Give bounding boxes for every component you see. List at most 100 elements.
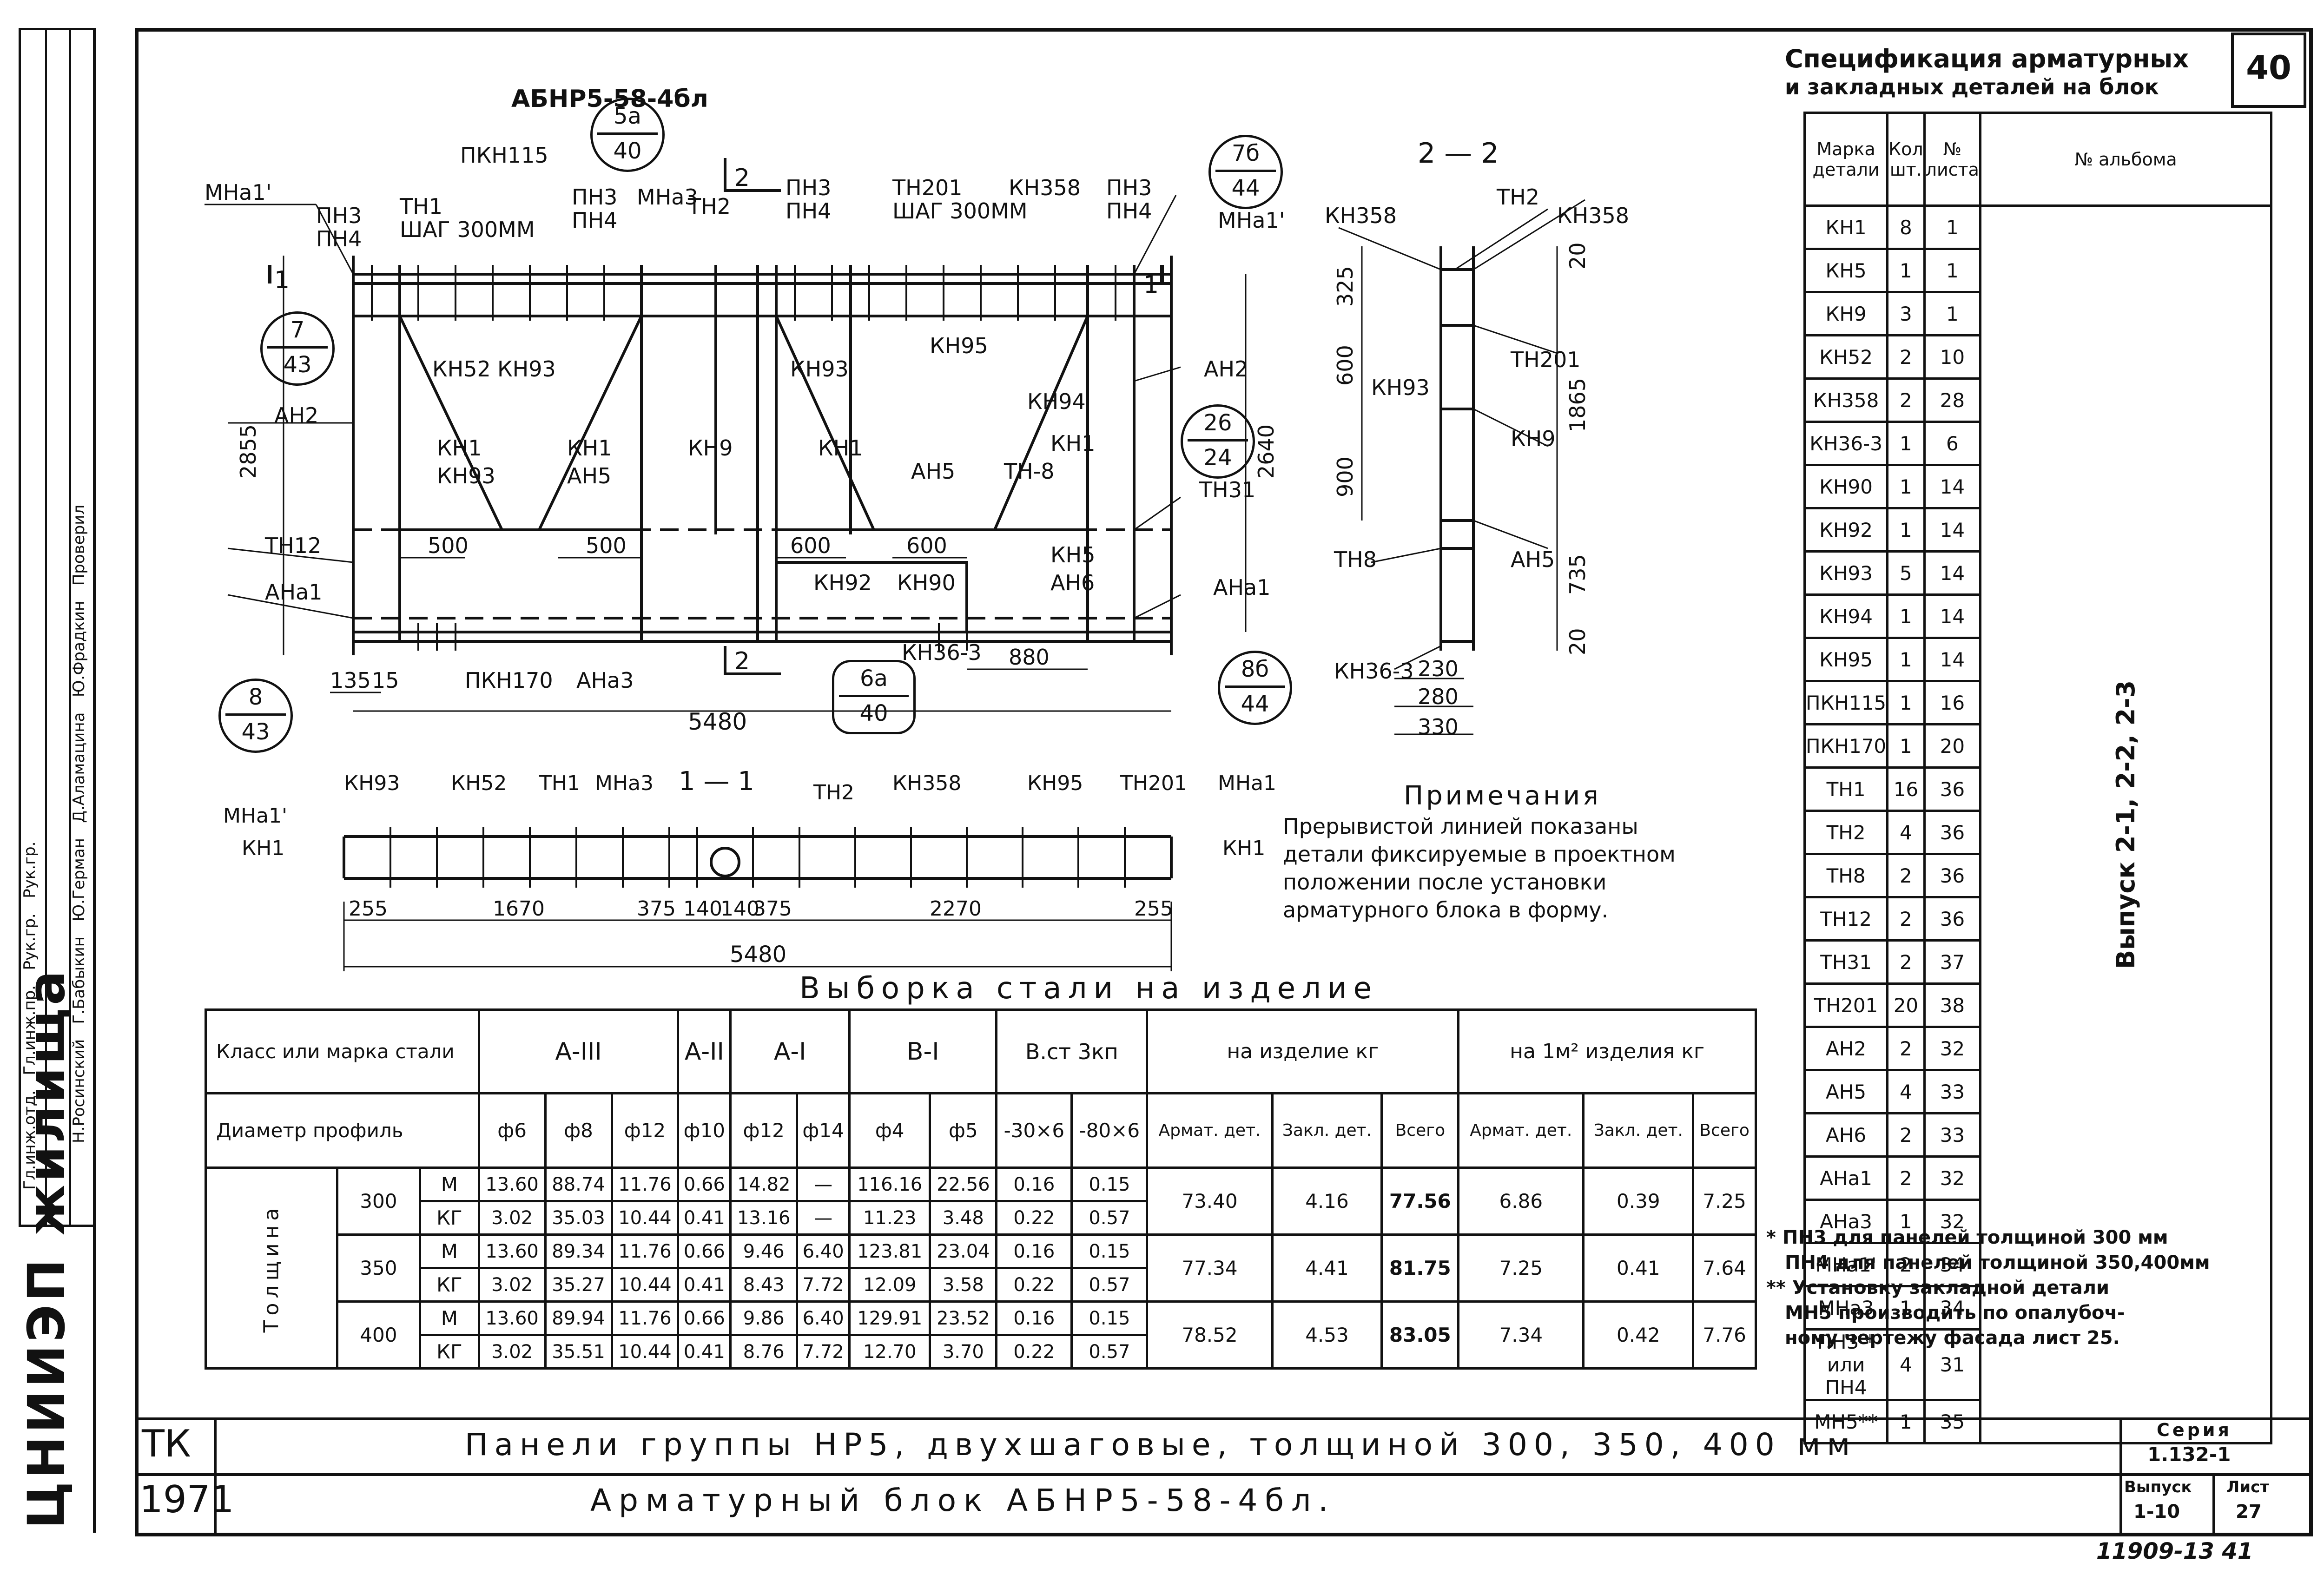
label-pkn170: ПКН170: [465, 668, 553, 693]
label-pn4-b: ПН4: [572, 208, 617, 233]
footnote-line: МН5 производить по опалубоч-: [1785, 1302, 2125, 1324]
steel-sub: Армат. дет.: [1146, 1092, 1274, 1169]
spec-qty: 2: [1886, 1026, 1926, 1071]
steel-value: 0.22: [995, 1200, 1073, 1236]
footnote-line: ному чертежу фасада лист 25.: [1785, 1327, 2120, 1349]
spec-qty: 3: [1886, 291, 1926, 336]
label-an2-b: АН2: [1204, 356, 1248, 382]
footnote-line: * ПН3 для панелей толщиной 300 мм: [1766, 1227, 2168, 1248]
steel-value: 116.16: [848, 1166, 931, 1202]
spec-sheet: 33: [1923, 1112, 1981, 1158]
notes-line: Прерывистой линией показаны: [1283, 814, 1638, 839]
s2-dim-230: 230: [1418, 656, 1459, 681]
spec-qty: 20: [1886, 982, 1926, 1028]
spec-mark: ТН8: [1803, 853, 1889, 898]
label-kn9: КН9: [688, 435, 733, 461]
steel-value: 0.22: [995, 1267, 1073, 1303]
s2-tn8: ТН8: [1334, 547, 1377, 572]
label-pn3-c: ПН3: [786, 175, 831, 200]
footnote-line: ПН4 для панелей толщиной 350,400мм: [1785, 1252, 2210, 1273]
steel-value: 0.16: [995, 1300, 1073, 1336]
spec-mark: КН36-3: [1803, 421, 1889, 466]
label-kn93-c: КН93: [437, 463, 495, 488]
steel-value: 9.86: [729, 1300, 799, 1336]
s1-dim-375: 375: [637, 897, 676, 921]
steel-h-diam: Диаметр профиль: [205, 1092, 480, 1169]
steel-total: 0.42: [1582, 1300, 1695, 1370]
steel-total: 73.40: [1146, 1166, 1274, 1236]
spec-qty: 1: [1886, 1285, 1926, 1331]
s2-kn36-3: КН36-3: [1334, 659, 1414, 684]
steel-diam: ф4: [848, 1092, 931, 1169]
steel-value: 0.15: [1070, 1233, 1149, 1269]
steel-value: 89.94: [544, 1300, 613, 1336]
spec-qty: 2: [1886, 1112, 1926, 1158]
s2-kn358-b: КН358: [1557, 203, 1629, 228]
s2-dim-900: 900: [1333, 456, 1358, 497]
steel-value: 13.16: [729, 1200, 799, 1236]
label-pn4-d: ПН4: [1106, 198, 1152, 224]
steel-value: 6.40: [796, 1233, 851, 1269]
dim-880: 880: [1009, 645, 1050, 670]
steel-value: 3.02: [477, 1200, 547, 1236]
spec-qty: 1: [1886, 464, 1926, 509]
spec-mark: КН9: [1803, 291, 1889, 336]
spec-album: Выпуск 2-1, 2-2, 2-3: [1979, 204, 2273, 1444]
label-pkn115: ПКН115: [460, 143, 548, 168]
label-kn92: КН92: [813, 570, 872, 595]
s1-dim-255: 255: [349, 897, 388, 921]
steel-value: 11.76: [610, 1233, 680, 1269]
steel-value: 10.44: [610, 1200, 680, 1236]
steel-unit: М: [419, 1166, 480, 1202]
spec-qty: 2: [1886, 896, 1926, 942]
steel-value: 0.16: [995, 1233, 1073, 1269]
spec-qty: 1: [1886, 248, 1926, 293]
footnote-line: ** Установку закладной детали: [1766, 1277, 2110, 1298]
spec-sheet: 36: [1923, 853, 1981, 898]
steel-class: А-II: [677, 1008, 732, 1094]
steel-value: 13.60: [477, 1166, 547, 1202]
spec-qty: 1: [1886, 1199, 1926, 1244]
steel-total: 78.52: [1146, 1300, 1274, 1370]
steel-total: 77.56: [1380, 1166, 1460, 1236]
steel-value: 22.56: [929, 1166, 998, 1202]
steel-value: 0.41: [677, 1200, 732, 1236]
issue-value: 1-10: [2133, 1501, 2180, 1522]
label-kn1-c: КН1: [818, 435, 863, 461]
spec-sheet: 1: [1923, 248, 1981, 293]
steel-value: 0.15: [1070, 1300, 1149, 1336]
spec-mark: ПКН170: [1803, 723, 1889, 769]
steel-value: 11.23: [848, 1200, 931, 1236]
title-block-mid: [135, 1473, 2310, 1476]
steel-unit: КГ: [419, 1267, 480, 1303]
spec-sheet: 31: [1923, 1328, 1981, 1401]
steel-value: 8.76: [729, 1334, 799, 1370]
steel-h-class: Класс или марка стали: [205, 1008, 480, 1094]
label-an5-b: АН5: [911, 459, 955, 484]
s1-tn1: ТН1: [539, 771, 580, 795]
spec-mark: ТН2: [1803, 810, 1889, 855]
label-step: ШАГ 300ММ: [400, 217, 535, 242]
steel-value: 6.40: [796, 1300, 851, 1336]
spec-sheet: 14: [1923, 464, 1981, 509]
steel-value: 9.46: [729, 1233, 799, 1269]
steel-total: 7.25: [1457, 1233, 1585, 1303]
steel-sub: Закл. дет.: [1271, 1092, 1383, 1169]
s1-kn1-b: КН1: [1222, 837, 1265, 860]
steel-diam: ф14: [796, 1092, 851, 1169]
label-ana1: АНа1: [265, 580, 323, 605]
spec-qty: 2: [1886, 1242, 1926, 1287]
